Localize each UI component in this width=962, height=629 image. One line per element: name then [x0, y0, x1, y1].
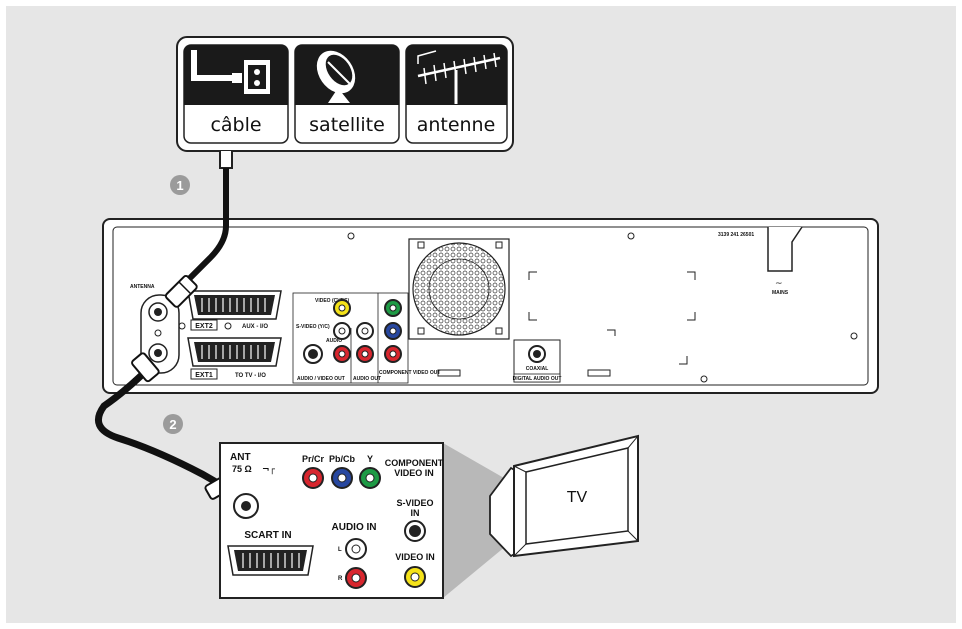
svideo-out-label: S-VIDEO (Y/C): [296, 324, 330, 330]
tv-audio-in-label: AUDIO IN: [332, 522, 377, 533]
step-1-badge: 1: [170, 175, 190, 195]
component-out-label: COMPONENT VIDEO OUT: [379, 370, 440, 376]
rf-connector-block: ANTENNA TV: [130, 284, 180, 384]
tv-svideo-label-1: S-VIDEO: [396, 498, 433, 508]
svg-text:2: 2: [169, 417, 176, 432]
tv-svideo-label-2: IN: [411, 508, 420, 518]
television: TV: [489, 434, 639, 558]
mains-label: MAINS: [772, 290, 789, 296]
video-cvbs-label: VIDEO (CVBS): [315, 298, 350, 304]
tv-pb-label: Pb/Cb: [329, 454, 356, 464]
recorder-rear-panel: 3139 241 26501 ~ MAINS: [102, 218, 879, 394]
svg-text:¬┌: ¬┌: [262, 465, 276, 475]
cooling-fan-grille: [408, 238, 510, 340]
coaxial-output: COAXIAL DIGITAL AUDIO OUT: [513, 339, 562, 383]
tv-scart-label: SCART IN: [244, 530, 291, 541]
tv-ohm-label: 75 Ω: [232, 464, 252, 474]
step-2-badge: 2: [163, 414, 183, 434]
tv-component-label-1: COMPONENT: [385, 458, 444, 468]
satellite-dish-icon: [316, 50, 356, 103]
av-output-block: VIDEO (CVBS) S-VIDEO (Y/C) AUDIO AUDIO /…: [292, 292, 440, 384]
coaxial-label: COAXIAL: [526, 366, 549, 372]
satellite-source-tile: satellite: [294, 44, 400, 144]
svg-text:~: ~: [775, 279, 783, 289]
satellite-label: satellite: [309, 114, 385, 136]
tv-connection-panel: ANT 75 Ω ¬┌ Pr/Cr Pb/Cb Y COMPONENT VIDE…: [219, 442, 518, 599]
scart-ext2: EXT2 AUX - I/O: [178, 290, 282, 331]
antenna-icon: [417, 50, 501, 104]
digital-out-label: DIGITAL AUDIO OUT: [513, 376, 562, 382]
tv-video-in-label: VIDEO IN: [395, 552, 435, 562]
diagram-background: câble satellite: [6, 6, 956, 623]
to-tv-label: TO TV - I/O: [235, 373, 266, 379]
audio-out-label: AUDIO OUT: [353, 376, 381, 382]
audio-out-small-label: AUDIO: [326, 338, 342, 344]
ext1-label: EXT1: [195, 372, 213, 379]
scart-ext1: EXT1 TO TV - I/O: [187, 337, 282, 380]
antenna-cable: [164, 168, 229, 308]
svg-text:1: 1: [176, 178, 183, 193]
ext2-label: EXT2: [195, 323, 213, 330]
tv-label: TV: [567, 489, 588, 506]
aux-label: AUX - I/O: [242, 324, 268, 330]
antenna-source-tile: antenne: [405, 44, 508, 144]
tv-audio-right-label: R: [338, 576, 343, 582]
antenna-label: antenne: [417, 114, 496, 136]
connection-diagram: câble satellite: [94, 36, 879, 599]
tv-component-label-2: VIDEO IN: [394, 468, 434, 478]
serial-number: 3139 241 26501: [718, 232, 754, 238]
tv-pr-label: Pr/Cr: [302, 454, 325, 464]
tv-y-label: Y: [367, 454, 373, 464]
tv-ant-label: ANT: [230, 452, 251, 463]
av-out-label: AUDIO / VIDEO OUT: [297, 376, 345, 382]
cable-wall-socket-icon: [191, 50, 270, 94]
antenna-in-label: ANTENNA: [130, 284, 155, 290]
tv-scart-socket: [227, 545, 314, 576]
mains-socket: ~ MAINS: [767, 226, 803, 296]
tv-audio-left-label: L: [338, 547, 342, 553]
source-box: câble satellite: [176, 36, 514, 169]
cable-source-tile: câble: [183, 44, 289, 144]
cable-label: câble: [210, 114, 261, 136]
